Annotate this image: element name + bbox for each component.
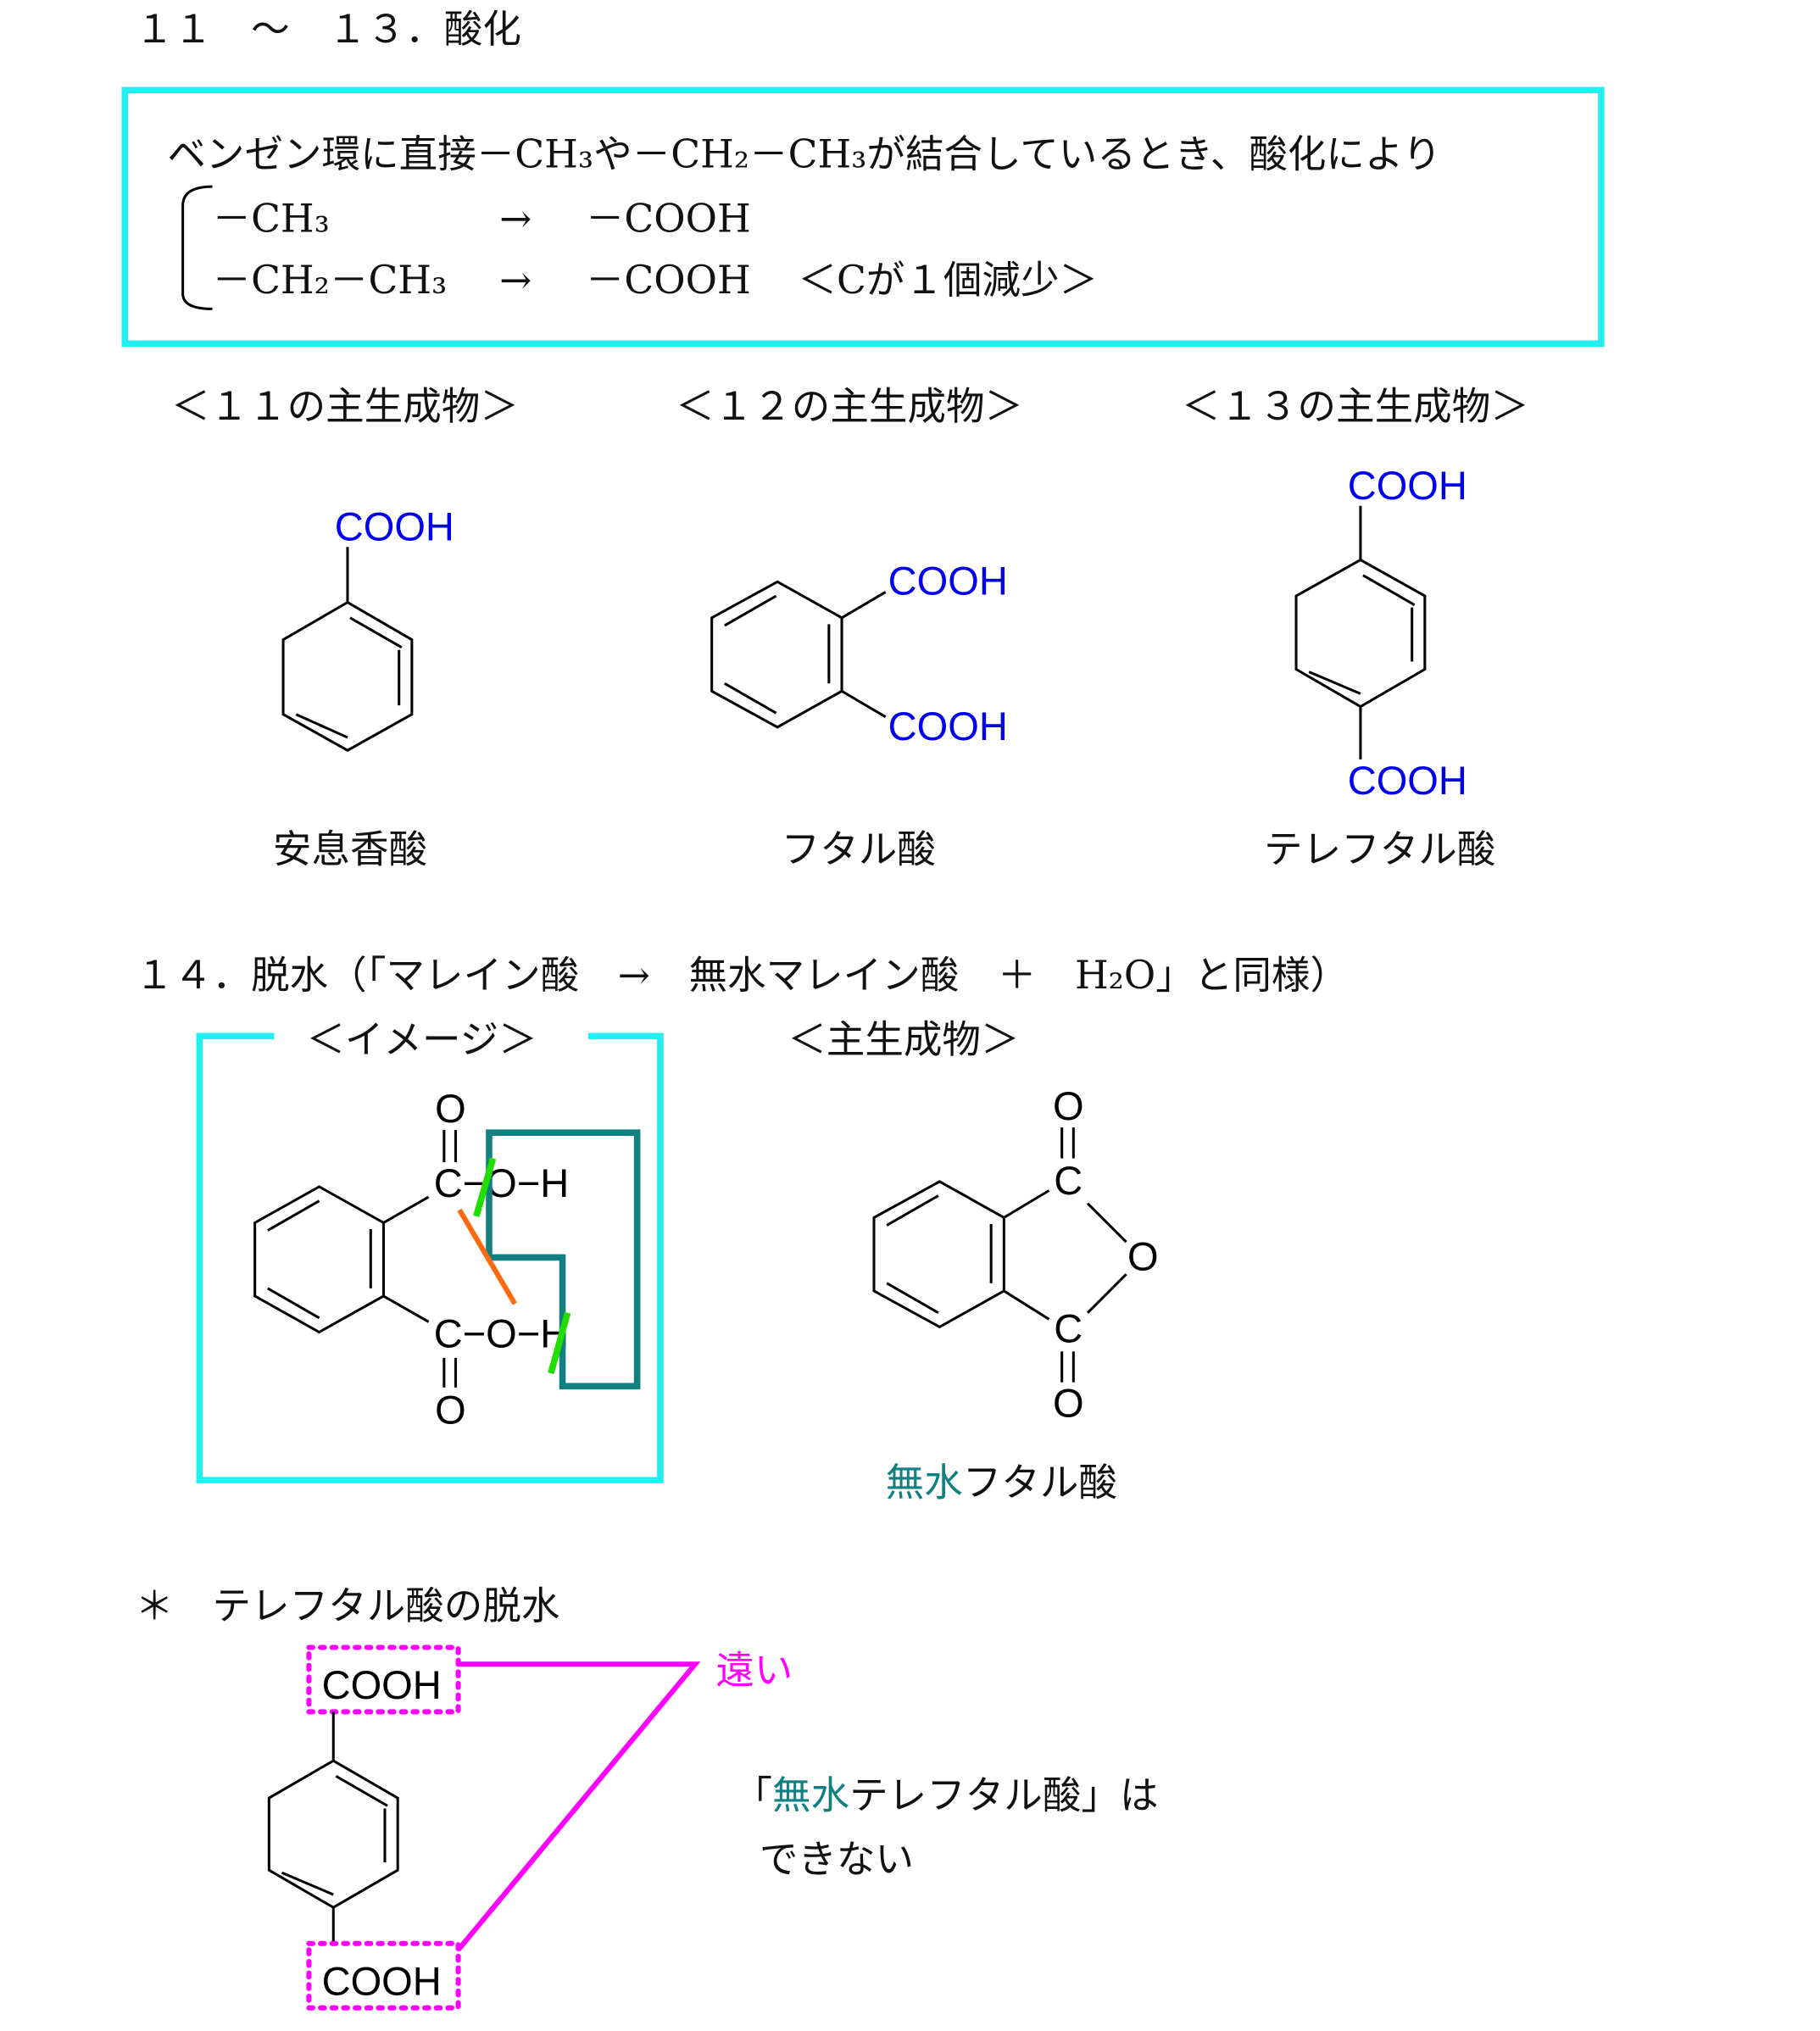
phthalic-anhydride-structure: O C O C O	[872, 1083, 1159, 1426]
rule-row2-note: ＜Cが１個減少＞	[798, 258, 1098, 303]
rule-row2-to: －COOH	[586, 258, 751, 303]
rule-row2-arrow: →	[499, 258, 532, 303]
rest-part: テレフタル酸」は	[849, 1772, 1158, 1817]
teal-part: 無水	[772, 1772, 849, 1817]
name-benzoic-acid: 安息香酸	[273, 826, 427, 871]
bond-cut-mark-bottom	[548, 1311, 571, 1375]
bond-cut-mark-top	[473, 1157, 497, 1217]
dehydration-image-structure: O C−O−H C−O−H O	[253, 1086, 641, 1432]
name-teal-part: 無水	[886, 1460, 963, 1505]
benzoic-acid-structure: COOH	[281, 504, 454, 752]
distance-lines	[456, 1661, 701, 1952]
distance-label: 遠い	[715, 1648, 793, 1693]
carboxyl-top-label: COOH	[888, 558, 1008, 603]
terephthalic-dehydration-structure: COOH COOH	[267, 1644, 701, 2011]
oxygen-ring: O	[1127, 1234, 1159, 1279]
dotted-box-bottom	[306, 1940, 461, 2011]
name-terephthalic-acid: テレフタル酸	[1264, 826, 1495, 871]
rule-row1-to: －COOH	[586, 196, 751, 241]
rule-box	[121, 86, 1605, 348]
note-title: ＊ テレフタル酸の脱水	[135, 1583, 559, 1628]
section-title-dehydration: １４．脱水（「マレイン酸 → 無水マレイン酸 ＋ H₂O」と同様）	[135, 953, 1349, 998]
note-line1: 「無水テレフタル酸」は	[733, 1772, 1158, 1817]
carboxyl-bottom-label: COOH	[1348, 758, 1467, 803]
rule-row2-from: －CH₂－CH₃	[213, 258, 448, 303]
product-label: ＜主生成物＞	[788, 1017, 1019, 1062]
carbon-bottom: C	[1054, 1306, 1083, 1351]
cooh-row-top: C−O−H	[434, 1160, 569, 1205]
carboxyl-label: COOH	[335, 504, 454, 549]
heading-12: ＜１２の主生成物＞	[676, 384, 1023, 429]
heading-11: ＜１１の主生成物＞	[171, 384, 519, 429]
image-box	[196, 1032, 664, 1483]
carboxyl-top-label: COOH	[322, 1662, 442, 1707]
image-label: ＜イメージ＞	[306, 1017, 537, 1062]
carbon-top: C	[1054, 1158, 1083, 1203]
carboxyl-top-label: COOH	[1348, 463, 1467, 508]
open-bracket: 「	[733, 1772, 772, 1817]
oxygen-top: O	[1053, 1083, 1084, 1128]
rule-line1: ベンゼン環に直接－CH₃や－CH₂－CH₃が結合しているとき、酸化により	[167, 131, 1441, 176]
bracket	[181, 185, 213, 310]
new-bond-mark	[457, 1208, 517, 1305]
cooh-row-bottom: C−O−H	[434, 1311, 569, 1356]
carboxyl-bottom-label: COOH	[888, 704, 1008, 748]
oxygen-bottom: O	[1053, 1381, 1084, 1426]
phthalic-acid-structure: COOH COOH	[710, 558, 1008, 748]
name-rest: フタル酸	[963, 1460, 1117, 1505]
rule-row1-arrow: →	[499, 196, 532, 241]
note-line2: できない	[760, 1837, 914, 1882]
section-title-oxidation: １１ ～ １３．酸化	[135, 7, 520, 52]
carboxyl-bottom-label: COOH	[322, 1958, 442, 2003]
terephthalic-acid-structure: COOH COOH	[1294, 463, 1467, 803]
oxygen-bottom: O	[435, 1387, 466, 1432]
rule-row1-from: －CH₃	[213, 196, 330, 241]
heading-13: ＜１３の主生成物＞	[1182, 384, 1529, 429]
dotted-box-top	[306, 1644, 461, 1715]
name-phthalic-acid: フタル酸	[782, 826, 936, 871]
name-phthalic-anhydride: 無水フタル酸	[886, 1460, 1117, 1505]
oxygen-top: O	[435, 1086, 466, 1131]
